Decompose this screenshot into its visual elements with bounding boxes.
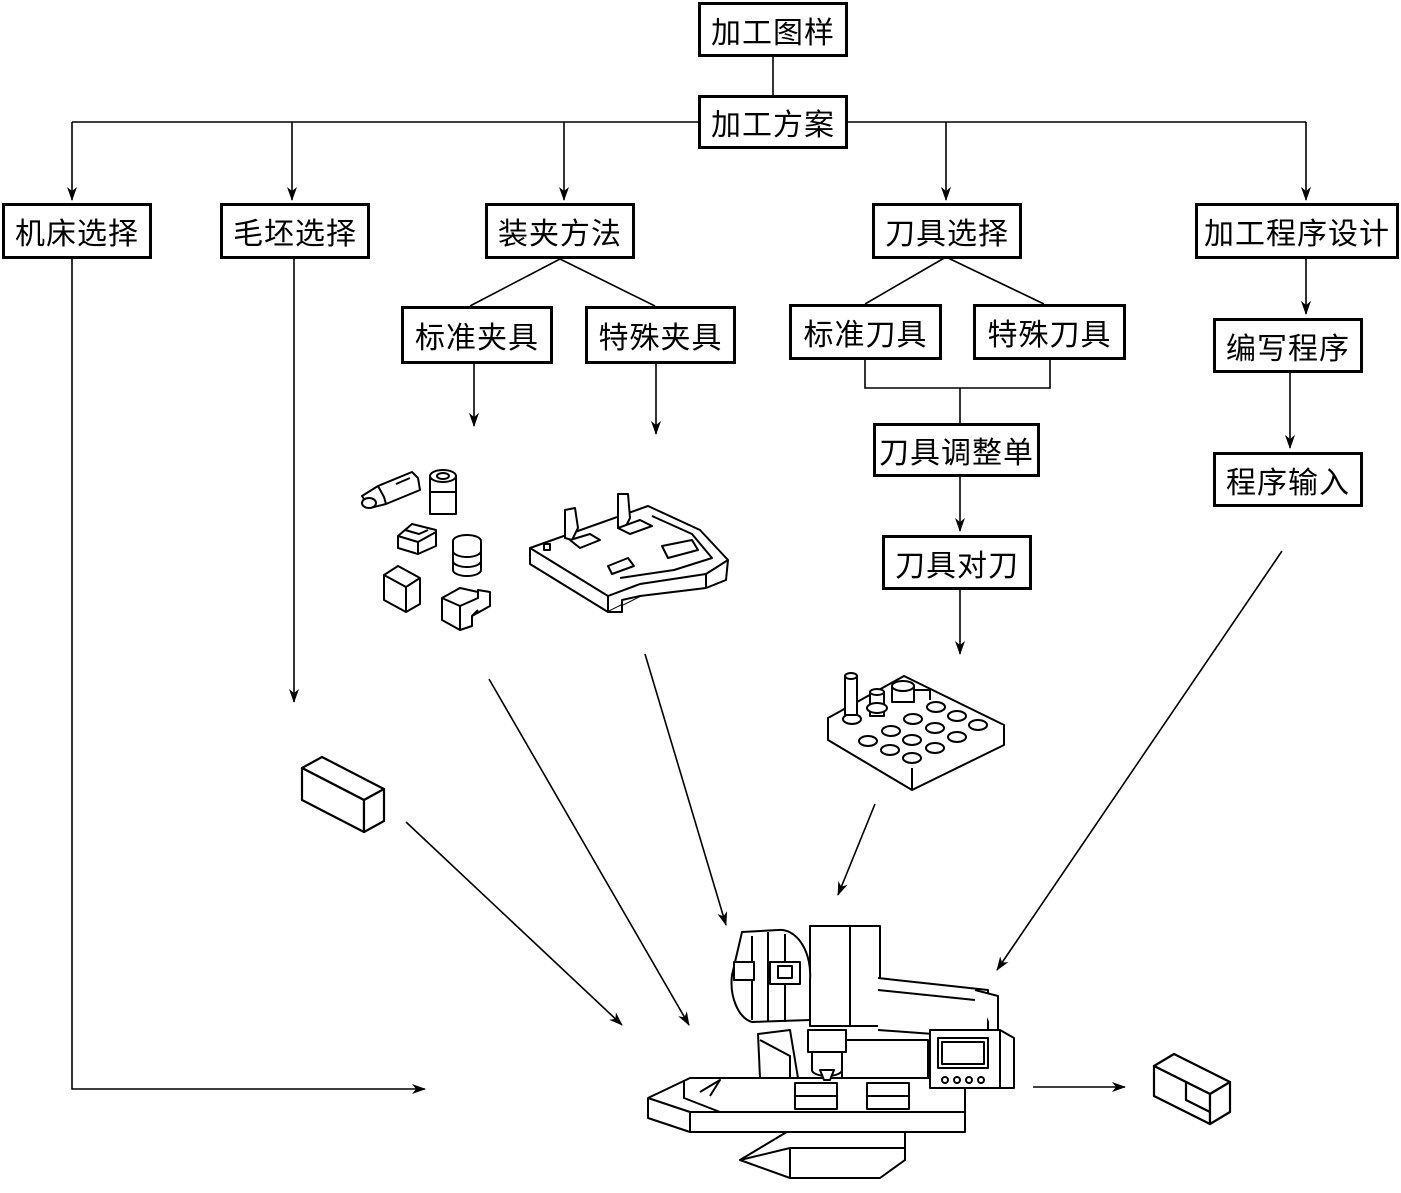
line-tool-to-special-tool: [945, 256, 1045, 305]
arrow-program-to-machine: [996, 550, 1283, 971]
node-blank-select: 毛坯选择: [220, 203, 370, 259]
arrow-blank-to-machine: [405, 821, 623, 1026]
node-special-tool: 特殊刀具: [973, 304, 1126, 360]
node-plan: 加工方案: [698, 95, 848, 149]
node-tool-select: 刀具选择: [872, 203, 1022, 259]
node-program-design: 加工程序设计: [1195, 203, 1399, 259]
connector-lines: [67, 55, 1311, 1094]
tool-rack-illustration: [827, 672, 1005, 791]
node-tool-setting: 刀具对刀: [882, 535, 1032, 590]
node-write-program: 编写程序: [1213, 318, 1363, 373]
special-fixture-illustration: [529, 493, 729, 613]
node-tool-sheet: 刀具调整单: [873, 423, 1040, 477]
node-program-input: 程序输入: [1213, 452, 1363, 507]
blank-block-illustration: [300, 755, 386, 834]
arrow-tools-to-machine: [837, 803, 876, 896]
line-clamping-to-special-fixture: [559, 258, 656, 307]
line-clamping-to-std-fixture: [469, 258, 561, 307]
bracket-tools-merge: [864, 360, 1051, 389]
node-clamping: 装夹方法: [485, 203, 635, 259]
node-std-fixture: 标准夹具: [401, 306, 553, 364]
line-tool-to-std-tool: [864, 256, 947, 305]
arrow-machine-select-to-machine: [71, 259, 426, 1094]
node-special-fixture: 特殊夹具: [585, 306, 736, 364]
finished-part-illustration: [1152, 1052, 1232, 1126]
node-machine-select: 机床选择: [2, 203, 152, 259]
arrow-std-fixture-to-machine: [488, 678, 690, 1026]
standard-fixture-illustration: [361, 469, 491, 631]
node-drawing: 加工图样: [698, 2, 848, 57]
cnc-machine-illustration: [647, 925, 1015, 1179]
arrow-special-fixture-to-machine: [644, 653, 728, 926]
node-std-tool: 标准刀具: [789, 304, 942, 360]
